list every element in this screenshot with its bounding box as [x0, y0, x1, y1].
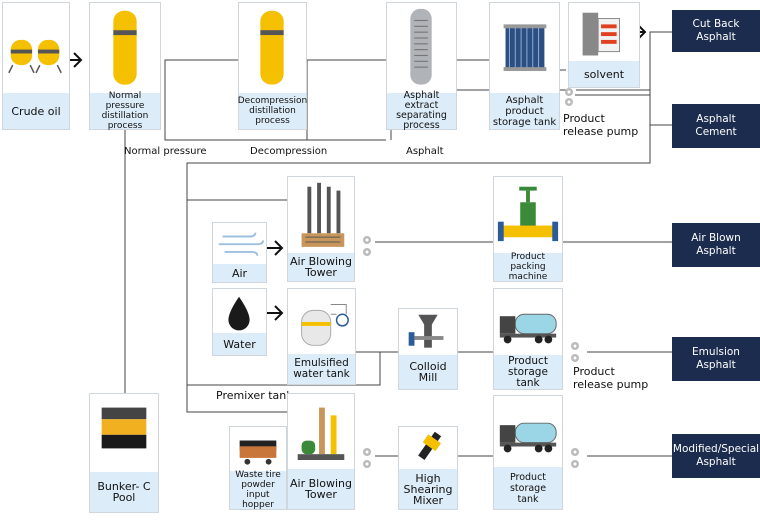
normal-pressure-distillation-label: Normal pressure distillation process: [90, 91, 160, 131]
refinery-icon: [297, 407, 345, 460]
storage-drum-icon: [503, 24, 547, 72]
air-blowing-tower-2-node: Air Blowing Tower: [287, 393, 355, 510]
product-packing-node: Product packing machine: [493, 176, 563, 282]
solvent-label: solvent: [569, 61, 639, 87]
asphalt-storage-label: Asphalt product storage tank: [490, 93, 559, 129]
product-packing-label: Product packing machine: [494, 252, 562, 282]
high-shearing-node: High Shearing Mixer: [398, 426, 458, 510]
asphalt-storage-node: Asphalt product storage tank: [489, 2, 560, 130]
air-node: Air: [212, 222, 267, 283]
water-node: Water: [212, 288, 267, 356]
asphalt-extract-node: Asphalt extract separating process: [386, 2, 457, 131]
decompression-text: Decompression: [250, 146, 328, 157]
bunker-c-label: Bunker- C Pool: [90, 472, 158, 512]
water-drop-icon: [228, 296, 250, 331]
emulsion-asphalt-output: Emulsion Asphalt: [672, 337, 760, 381]
product-storage-1-node: Product storage tank: [493, 288, 563, 390]
mine-cart-icon: [239, 440, 277, 465]
product-release-pump-text-2: Product release pump: [573, 365, 649, 391]
emulsified-tank-node: Emulsified water tank: [287, 288, 356, 385]
solvent-node: solvent: [568, 2, 640, 88]
valve-pipe-icon: [497, 186, 559, 242]
heated-tank-icon: [301, 304, 349, 346]
mill-icon: [408, 314, 444, 348]
distillation-column-icon: [113, 10, 137, 85]
emulsified-tank-label: Emulsified water tank: [288, 354, 355, 384]
air-blowing-tower-2-label: Air Blowing Tower: [288, 469, 354, 509]
product-storage-2-node: Product storage tank: [493, 395, 563, 510]
cut-back-asphalt-output: Cut Back Asphalt: [672, 10, 760, 52]
modified-special-asphalt-output: Modified/Special Asphalt: [672, 434, 760, 478]
crude-oil-label: Crude oil: [3, 93, 69, 129]
product-release-pump-text-1: Product release pump: [563, 112, 639, 138]
product-storage-2-label: Product storage tank: [494, 467, 562, 509]
air-label: Air: [213, 264, 266, 282]
wind-icon: [218, 232, 265, 256]
extraction-column-icon: [410, 8, 432, 85]
decompression-distillation-node: Decompression distillation process: [238, 2, 307, 130]
high-shearing-label: High Shearing Mixer: [399, 469, 457, 509]
tanker-truck-icon: [499, 422, 557, 453]
tanker-truck-icon: [499, 313, 557, 344]
waste-tire-label: Waste tire powder input hopper: [230, 470, 286, 510]
asphalt-extract-label: Asphalt extract separating process: [387, 91, 456, 131]
bunker-c-node: Bunker- C Pool: [89, 393, 159, 513]
air-blowing-tower-1-label: Air Blowing Tower: [288, 253, 354, 281]
bunker-tank-icon: [101, 407, 147, 449]
asphalt-text: Asphalt: [406, 146, 444, 157]
normal-pressure-text: Normal pressure: [124, 146, 207, 157]
decompression-column-icon: [260, 10, 284, 85]
solvent-container-icon: [582, 12, 621, 56]
crude-oil-node: Crude oil: [2, 2, 70, 130]
air-blowing-tower-1-node: Air Blowing Tower: [287, 176, 355, 282]
decompression-distillation-label: Decompression distillation process: [238, 93, 307, 129]
product-storage-1-label: Product storage tank: [494, 355, 562, 389]
colloid-mill-label: Colloid Mill: [399, 355, 457, 389]
air-blown-asphalt-output: Air Blown Asphalt: [672, 223, 760, 267]
waste-tire-node: Waste tire powder input hopper: [229, 426, 287, 510]
drill-mixer-icon: [418, 431, 442, 460]
water-label: Water: [213, 333, 266, 355]
factory-chimneys-icon: [301, 182, 345, 247]
asphalt-cement-output: Asphalt Cement: [672, 104, 760, 148]
premixer-tank-text: Premixer tank: [216, 389, 293, 402]
normal-pressure-distillation-node: Normal pressure distillation process: [89, 2, 161, 131]
crude-oil-tanks-icon: [8, 39, 62, 74]
colloid-mill-node: Colloid Mill: [398, 308, 458, 390]
